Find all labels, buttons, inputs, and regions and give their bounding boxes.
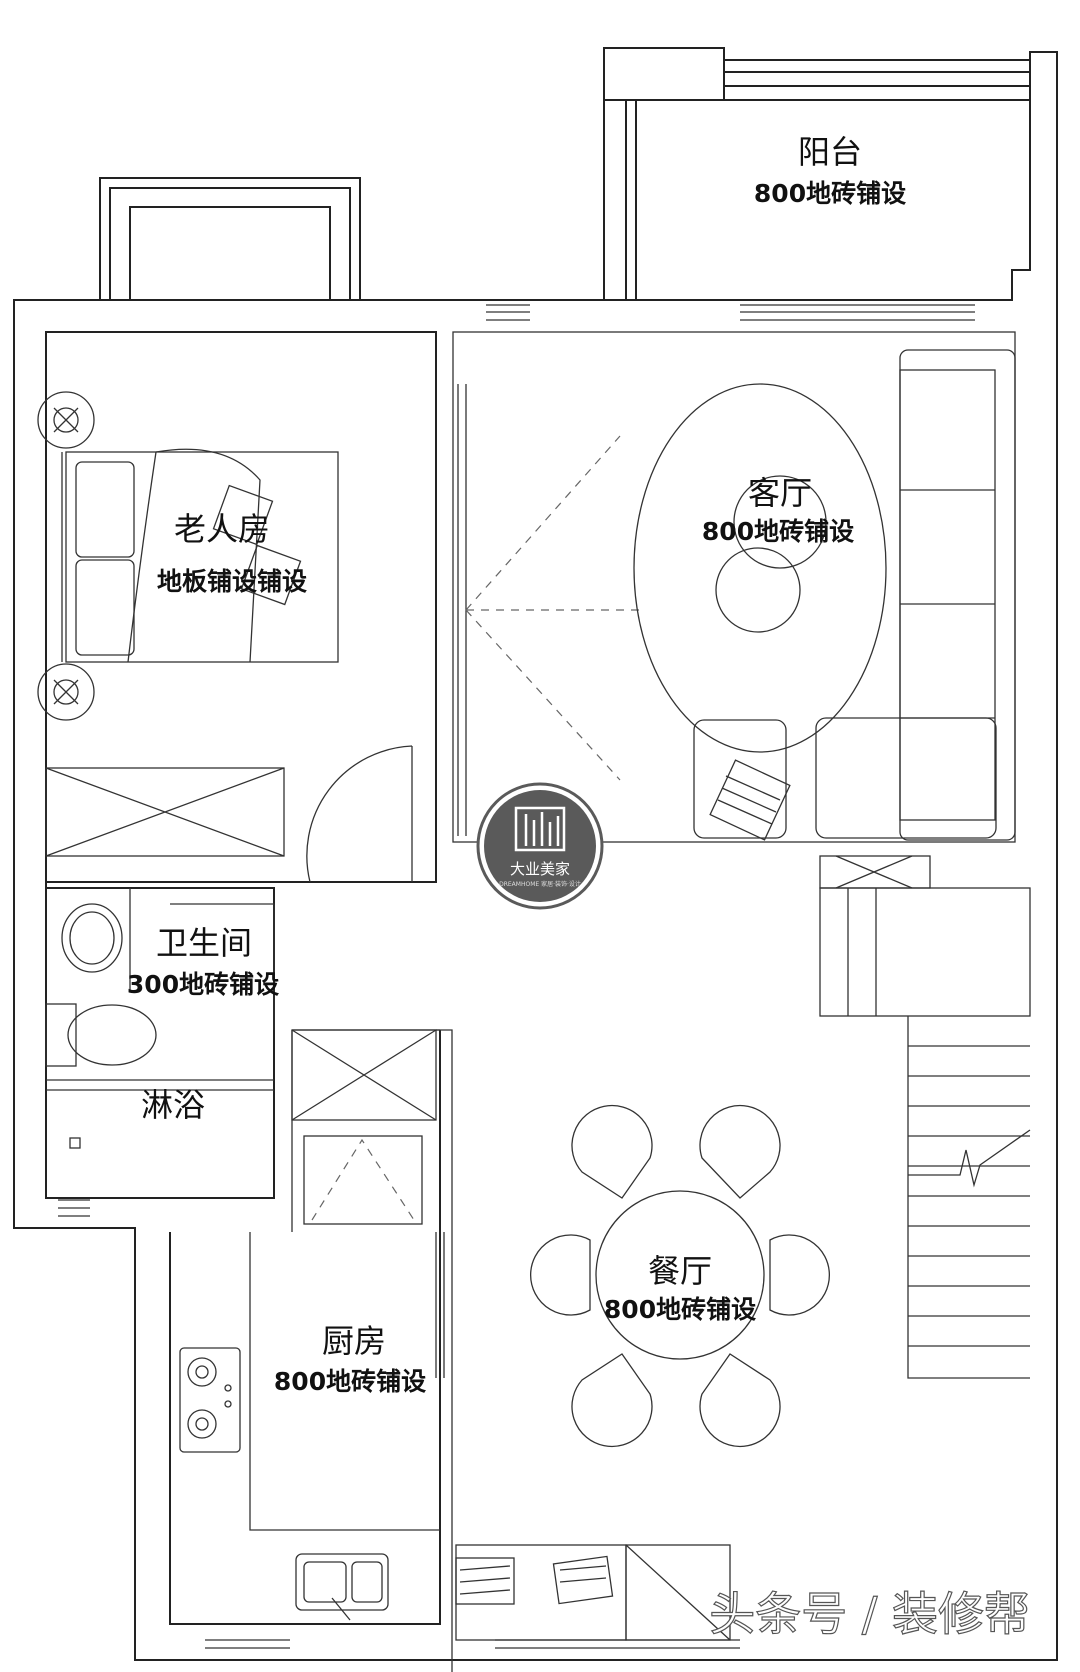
door-swing (306, 384, 467, 883)
kitchen-sliding-door (435, 1232, 445, 1378)
washbasin-icon (61, 903, 123, 973)
cabinet (303, 1135, 423, 1225)
stove-icon (179, 1347, 241, 1453)
dining-room-name: 餐厅 (648, 1252, 712, 1290)
dining-room-floor: 800地砖铺设 (604, 1295, 756, 1324)
rug (633, 383, 887, 753)
lamp-icon (37, 391, 95, 721)
pillow-icon (455, 1555, 614, 1605)
logo-subtitle: DREAMHOME 家居·装饰·设计 (499, 880, 581, 888)
dining-table (529, 1104, 831, 1448)
living-room-floor: 800地砖铺设 (702, 517, 854, 546)
bathroom-floor: 300地砖铺设 (127, 970, 279, 999)
elder-room-floor: 地板铺设铺设 (157, 567, 307, 596)
elder-room-name: 老人房 (174, 510, 270, 548)
fridge (291, 1029, 437, 1121)
watermark: 头条号 / 装修帮 (709, 1587, 1030, 1641)
bed (61, 448, 339, 663)
balcony-floor: 800地砖铺设 (754, 179, 906, 208)
tv-projection (465, 435, 640, 781)
bathroom-name: 卫生间 (156, 924, 252, 962)
wardrobe (45, 767, 285, 857)
toilet-icon (45, 1003, 157, 1067)
bathroom-glass (170, 903, 275, 1030)
kitchen-floor: 800地砖铺设 (274, 1367, 426, 1396)
brand-logo: 大业美家 DREAMHOME 家居·装饰·设计 (476, 782, 604, 910)
sofa (693, 349, 1016, 841)
shower-name: 淋浴 (141, 1086, 205, 1124)
interior-walls (45, 331, 1031, 1672)
balcony-name: 阳台 (798, 133, 862, 171)
living-room-name: 客厅 (748, 474, 812, 512)
logo-title: 大业美家 (510, 860, 570, 878)
building-bars-icon (514, 806, 566, 852)
drain-icon (69, 1137, 81, 1149)
kitchen-name: 厨房 (322, 1322, 386, 1360)
sink-icon (295, 1553, 389, 1621)
